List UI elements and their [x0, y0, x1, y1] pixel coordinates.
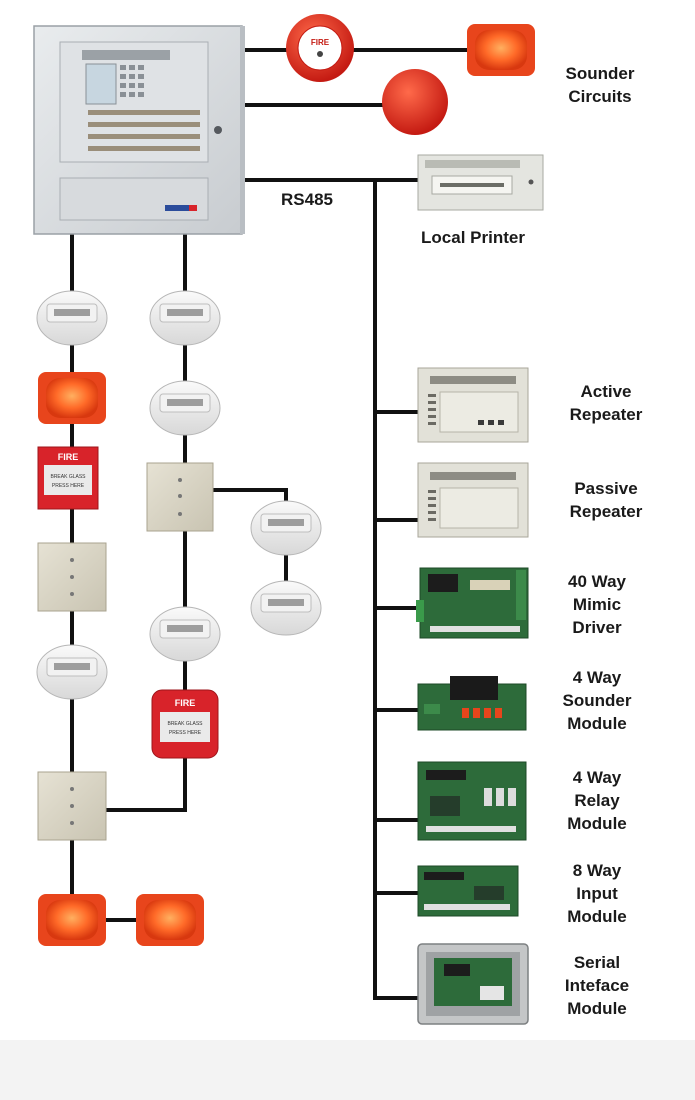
label-sounder-module: 4 Way Sounder Module: [552, 666, 642, 735]
passive-repeater-device: [417, 462, 529, 538]
interface-unit: [37, 771, 107, 841]
footer-band: [0, 1040, 695, 1100]
label-line: Module: [567, 999, 627, 1018]
active-repeater-device: [417, 367, 529, 443]
label-line: Sounder: [562, 691, 632, 710]
label-line: 4 Way: [572, 768, 622, 787]
smoke-detector: [36, 644, 108, 700]
mimic-driver-board: [416, 567, 529, 639]
smoke-detector: [36, 290, 108, 346]
label-line: Input: [576, 884, 618, 903]
fire-alarm-control-panel: [33, 25, 245, 235]
fire-bell-label: FIRE: [311, 38, 330, 47]
smoke-detector: [250, 500, 322, 556]
call-point-fire-label: FIRE: [58, 452, 79, 462]
label-line: RS485: [281, 190, 333, 209]
label-line: Circuits: [568, 87, 632, 106]
call-point-break-glass: BREAK GLASS: [50, 474, 86, 480]
smoke-detector: [250, 580, 322, 636]
call-point-fire-label: FIRE: [175, 698, 196, 708]
fire-bell: FIRE: [286, 14, 354, 82]
label-sounder-circuits: Sounder Circuits: [548, 62, 652, 108]
smoke-detector: [149, 380, 221, 436]
label-active-repeater: Active Repeater: [556, 380, 656, 426]
red-bell-dome: [382, 69, 448, 135]
smoke-detector: [149, 290, 221, 346]
label-rs485: RS485: [281, 188, 333, 211]
label-line: Module: [567, 714, 627, 733]
label-passive-repeater: Passive Repeater: [556, 477, 656, 523]
label-line: Serial: [573, 953, 621, 972]
label-line: Repeater: [569, 405, 643, 424]
label-line: 4 Way: [572, 668, 622, 687]
label-line: Sounder: [565, 64, 635, 83]
smoke-detector: [149, 606, 221, 662]
loop-sounder: [38, 372, 106, 424]
loop-sounder: [136, 894, 204, 946]
interface-unit: [146, 462, 214, 532]
zone-led-rows: [88, 110, 200, 151]
keypad: [120, 65, 144, 97]
label-line: Mimic: [572, 595, 622, 614]
call-point-press-here: PRESS HERE: [169, 730, 202, 736]
loop-sounder: [38, 894, 106, 946]
input-module-board: [417, 865, 519, 917]
label-line: Repeater: [569, 502, 643, 521]
panel-lock-icon: [214, 126, 222, 134]
label-line: 40 Way: [568, 572, 626, 591]
manual-call-point: FIRE BREAK GLASS PRESS HERE: [37, 446, 99, 510]
label-input-module: 8 Way Input Module: [552, 859, 642, 928]
label-line: 8 Way: [572, 861, 622, 880]
label-line: Local Printer: [421, 228, 525, 247]
serial-interface-enclosure: [417, 943, 529, 1025]
sounder-module-board: [417, 676, 527, 731]
local-printer: [417, 154, 544, 211]
label-line: Active: [580, 382, 632, 401]
wall-sounder-top: [467, 24, 535, 76]
label-line: Inteface: [564, 976, 630, 995]
label-line: Relay: [574, 791, 620, 810]
label-line: Passive: [574, 479, 638, 498]
label-serial-module: Serial Inteface Module: [552, 951, 642, 1020]
label-line: Module: [567, 907, 627, 926]
call-point-break-glass: BREAK GLASS: [167, 721, 203, 727]
relay-module-board: [417, 761, 527, 841]
call-point-press-here: PRESS HERE: [52, 483, 85, 489]
label-line: Driver: [572, 618, 622, 637]
interface-unit: [37, 542, 107, 612]
label-local-printer: Local Printer: [408, 226, 538, 249]
label-line: Module: [567, 814, 627, 833]
label-relay-module: 4 Way Relay Module: [552, 766, 642, 835]
manual-call-point: FIRE BREAK GLASS PRESS HERE: [151, 689, 219, 759]
label-mimic-driver: 40 Way Mimic Driver: [552, 570, 642, 639]
